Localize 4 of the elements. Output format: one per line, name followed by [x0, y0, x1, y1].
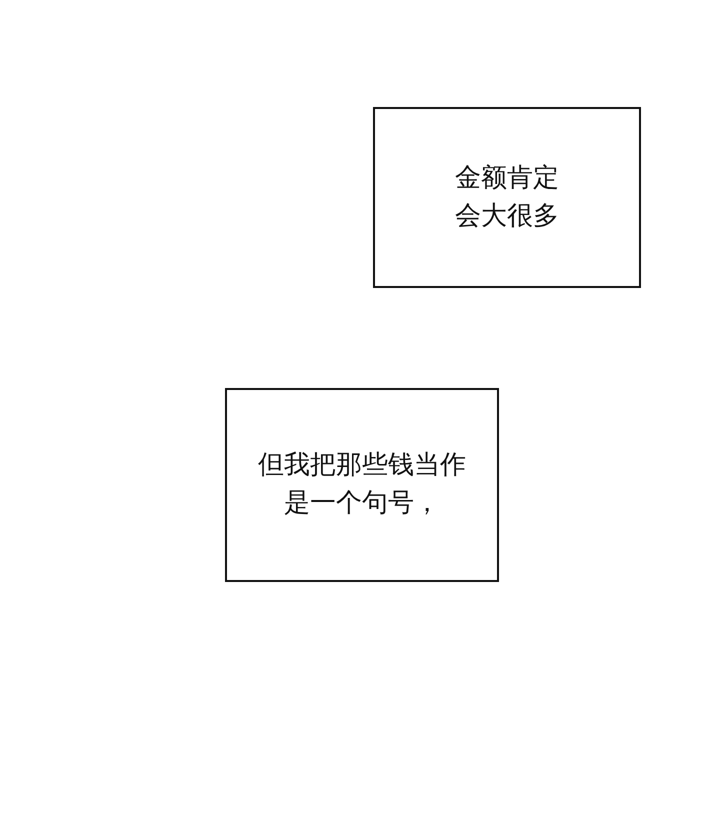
caption-box [373, 107, 641, 288]
caption-text: 金额肯定会大很多 [454, 162, 560, 232]
caption-text: 但我把那些钱当作是一个句号， [256, 449, 467, 520]
caption-box [225, 388, 499, 582]
